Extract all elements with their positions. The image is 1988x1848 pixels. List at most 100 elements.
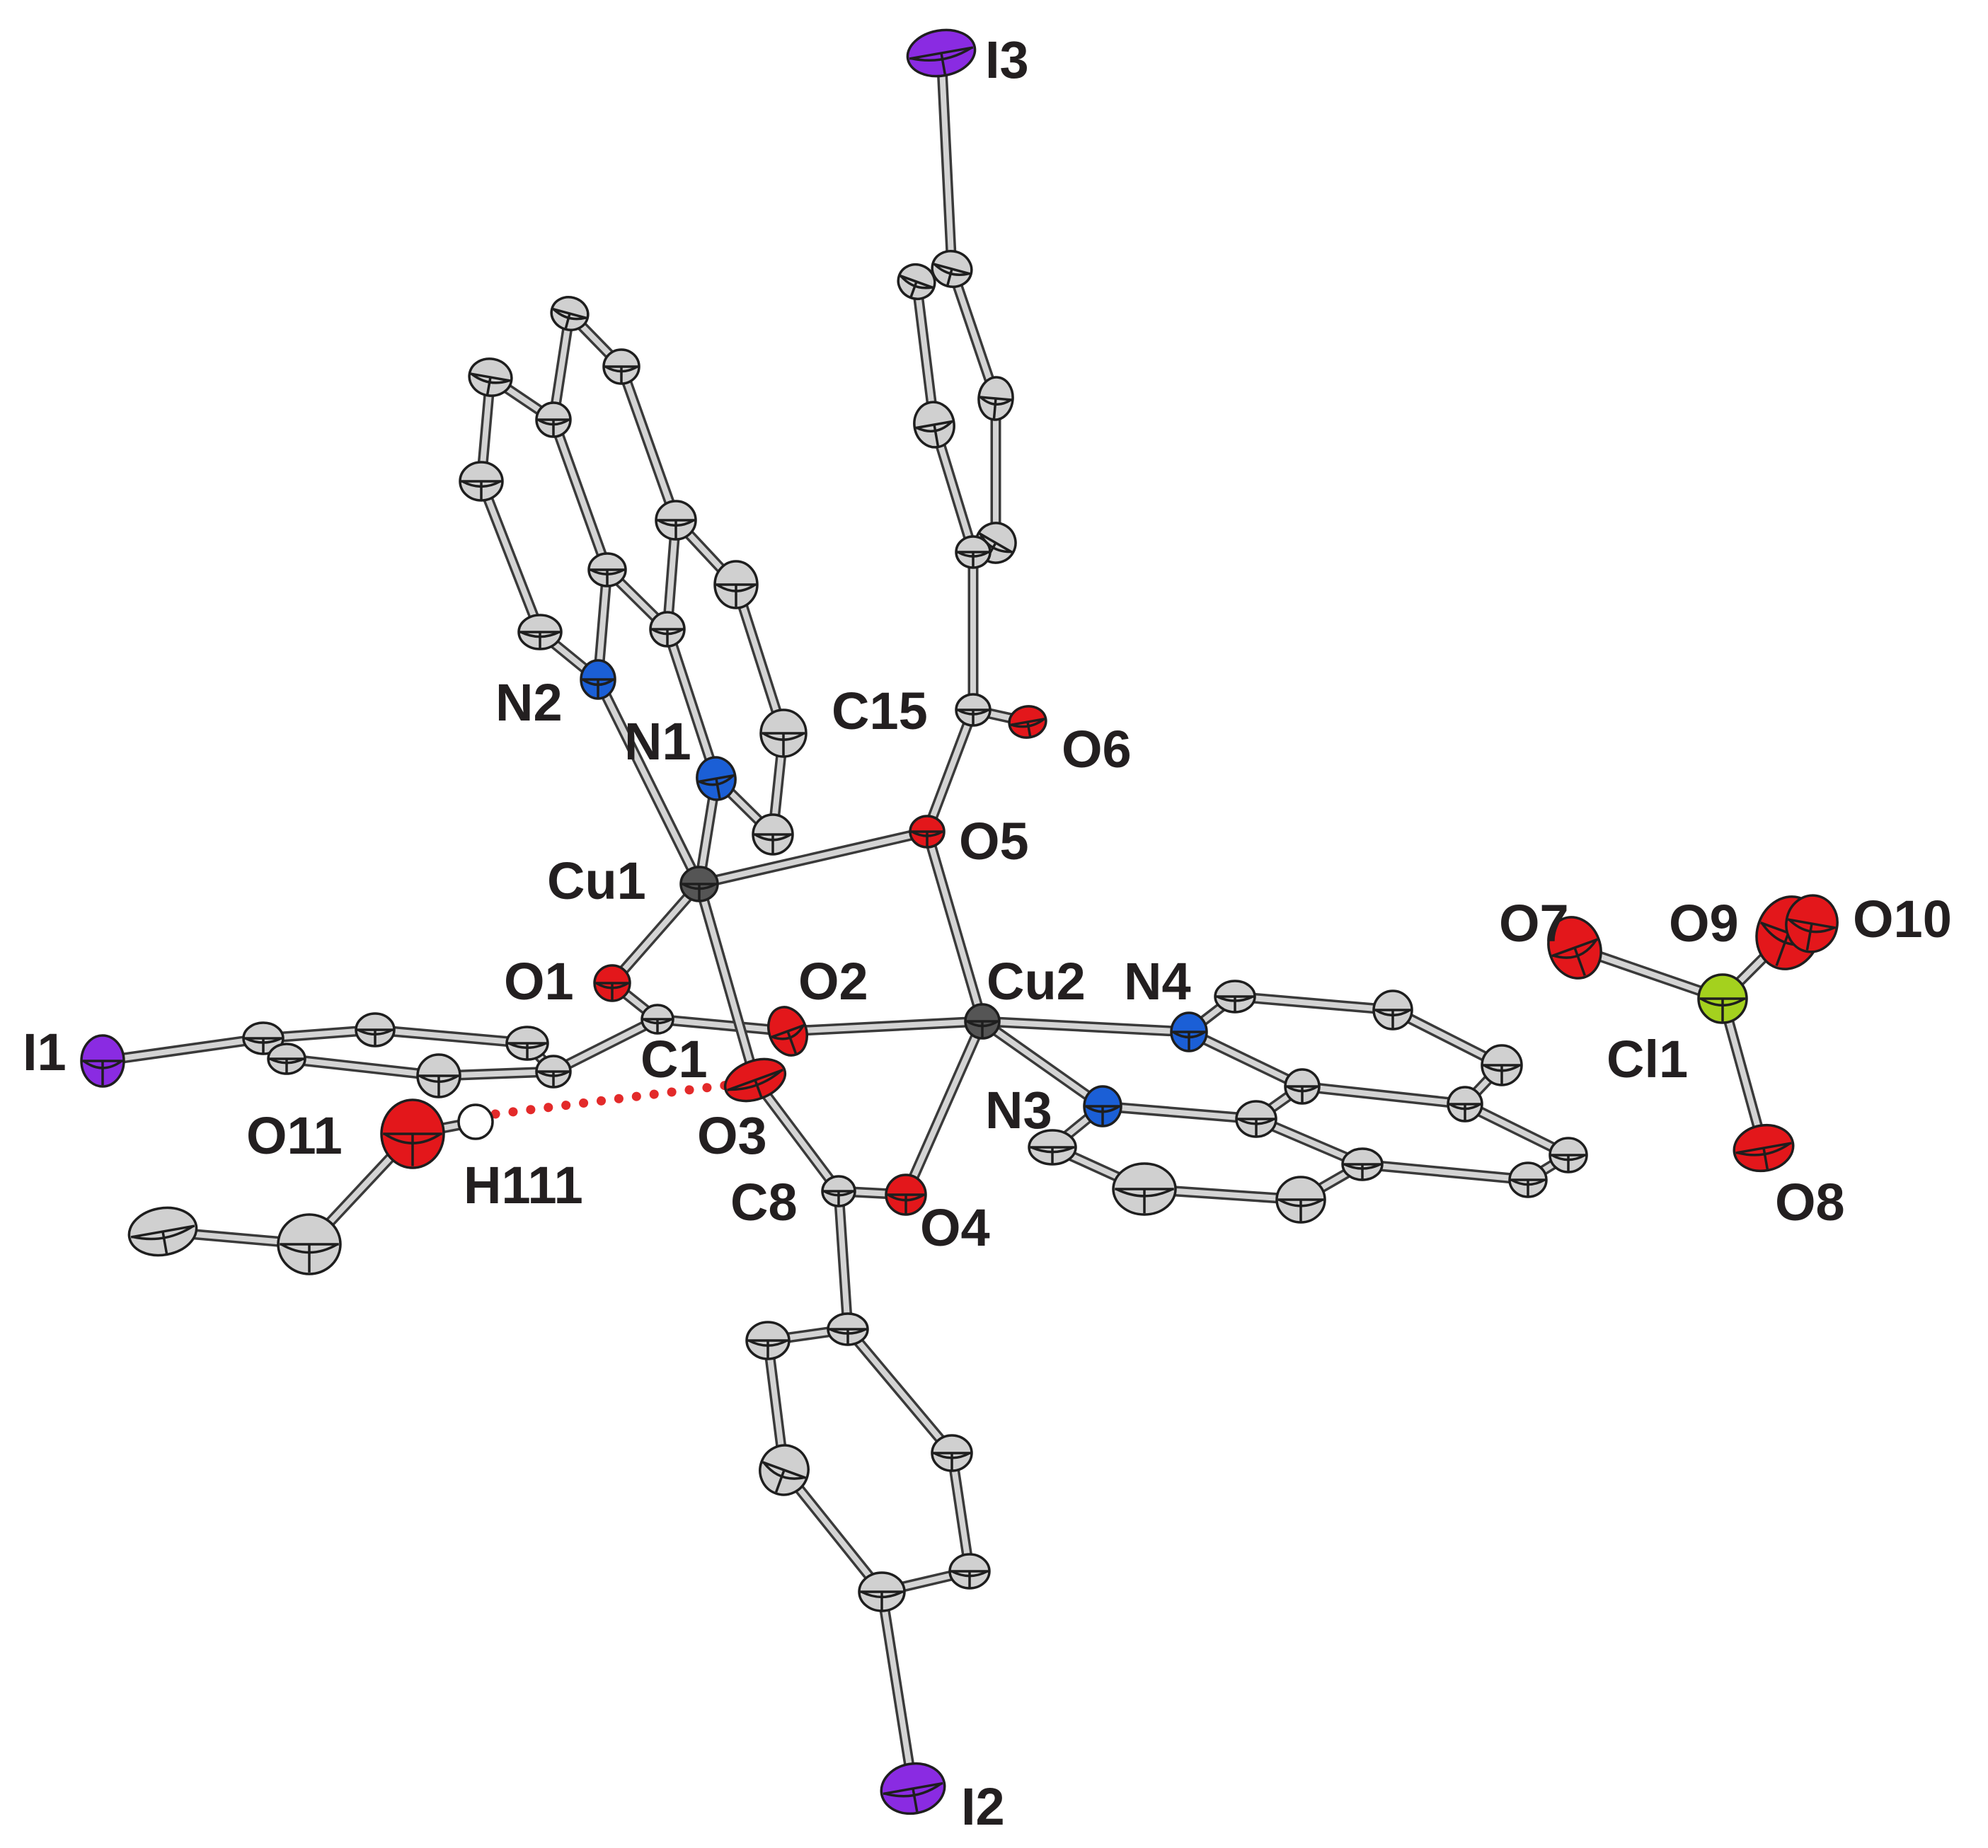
bond-fill-p2c-p2e [1299, 1084, 1468, 1107]
bond-fill-p2a-p2b [1232, 994, 1396, 1013]
atom-p2e [1447, 1086, 1483, 1123]
atom-i3 [906, 28, 977, 78]
atom-p2l [1275, 1176, 1326, 1224]
bond-fill-p1b-p1f [619, 364, 679, 523]
bond-fill-p1h-p1k [733, 582, 786, 736]
atom-axis-minor-o6 [1026, 721, 1032, 737]
atom-c1a [242, 1021, 285, 1055]
atom-n2 [580, 659, 616, 700]
atom-octant-p2j [1510, 1178, 1546, 1186]
atom-octant-p2g [1030, 1146, 1074, 1154]
atom-axis-minor-c3a [909, 281, 918, 298]
atom-axis-minor-c3c [933, 424, 940, 447]
label-i2: I2 [961, 1777, 1005, 1836]
atom-octant-c3e [979, 533, 1011, 553]
atom-octant-n2 [582, 678, 614, 687]
atom-c3d [977, 376, 1014, 421]
atom-axis-minor-o10 [1805, 923, 1813, 951]
atom-axis-minor-p1a [564, 313, 571, 329]
atom-octant-c8e [950, 1570, 989, 1578]
atom-p2b [1372, 989, 1413, 1031]
atom-octant-c8b [748, 1339, 788, 1347]
bond-fill-c15-o5 [924, 707, 976, 834]
atom-octant-p2f [1237, 1118, 1275, 1125]
atom-octant-p2l [1278, 1198, 1323, 1207]
atom-octant-p2a [1217, 995, 1253, 1002]
label-o10: O10 [1853, 890, 1952, 948]
atom-p1j [517, 614, 563, 650]
bond-fill-c1e-c1c [284, 1056, 442, 1079]
atom-o7 [1547, 916, 1602, 980]
atom-axis-minor-c3b [946, 268, 953, 286]
atom-p2c [1284, 1068, 1321, 1105]
atom-o10 [1785, 894, 1839, 953]
atom-cu2 [964, 1003, 1001, 1040]
label-o11: O11 [246, 1106, 343, 1165]
bond-fill-c1d-c1b [372, 1027, 530, 1046]
atom-c8 [821, 1175, 856, 1207]
atom-octant-c1 [643, 1018, 672, 1025]
atom-p2k [1112, 1162, 1177, 1216]
atom-o4 [885, 1173, 927, 1216]
bond-fill-n4-p2c [1186, 1029, 1305, 1089]
atom-octant-o10 [1788, 919, 1835, 934]
label-c15: C15 [832, 682, 928, 740]
label-c8: C8 [730, 1173, 798, 1232]
atom-p1e [459, 461, 504, 502]
atom-o5 [909, 815, 946, 849]
bond-fill-c8a-c8d [845, 1326, 955, 1456]
atom-octant-c1c [269, 1057, 304, 1064]
atom-o3 [723, 1057, 787, 1103]
bond-fill-p1d-p1g [551, 417, 610, 573]
atom-o2 [767, 1006, 808, 1057]
atom-octant-p1h [716, 583, 756, 592]
atom-octant-c8 [823, 1190, 854, 1197]
atom-axis-minor-i3 [940, 52, 947, 75]
atom-octant-o1 [595, 982, 629, 989]
atom-octant-e2 [280, 1243, 338, 1254]
atom-octant-p2h [1344, 1163, 1381, 1170]
label-n4: N4 [1124, 952, 1191, 1011]
atom-p1k [759, 708, 808, 758]
atom-octant-p1a [553, 308, 587, 321]
atom-octant-p1g [590, 568, 625, 576]
atom-p2i [1549, 1137, 1588, 1173]
bond-fill-o5-cu2 [924, 829, 985, 1024]
bond-fill-cu2-n4 [979, 1018, 1192, 1035]
bond-fill-p1e-p1j [478, 478, 543, 635]
atom-octant-c3f [957, 551, 989, 558]
label-cu2: Cu2 [987, 952, 1086, 1011]
atom-axis-p1c [470, 372, 511, 382]
atom-n3 [1083, 1085, 1122, 1127]
bond-fill-o2-cu2 [785, 1018, 985, 1034]
atom-e2 [277, 1213, 342, 1275]
atom-octant-o6 [1011, 718, 1045, 728]
atom-octant-cu2 [966, 1020, 999, 1028]
bond-fill-cu1-o1 [609, 881, 702, 986]
atom-h111 [457, 1103, 494, 1140]
atom-octant-c3c [916, 420, 953, 432]
label-i1: I1 [23, 1023, 67, 1081]
atom-p2g [1028, 1129, 1077, 1166]
label-o9: O9 [1669, 894, 1739, 953]
atom-o11 [380, 1098, 445, 1169]
atom-p1l [752, 813, 794, 856]
atom-octant-p2c [1286, 1085, 1318, 1093]
atom-axis-e1 [130, 1224, 195, 1239]
atom-octant-c8a [829, 1328, 866, 1335]
atom-octant-cl1 [1700, 997, 1745, 1006]
atom-octant-c8c [762, 1462, 805, 1480]
bond-fill-n1-p1i [665, 626, 719, 781]
label-o6: O6 [1062, 720, 1132, 779]
bond-fill-c3a-c3c [914, 279, 937, 427]
atom-octant-p2b [1374, 1009, 1411, 1017]
bond-fill-c8c-c8f [781, 1467, 885, 1595]
atom-octant-i1 [82, 1060, 123, 1069]
atom-octant-o11 [384, 1132, 442, 1144]
atom-octant-p2e [1449, 1103, 1481, 1110]
atom-octant-c3d [979, 396, 1012, 406]
atom-c8f [858, 1571, 906, 1612]
label-cu1: Cu1 [547, 851, 646, 910]
atom-octant-c1f [537, 1070, 570, 1077]
bond-fill-o5-cu1 [696, 829, 930, 887]
